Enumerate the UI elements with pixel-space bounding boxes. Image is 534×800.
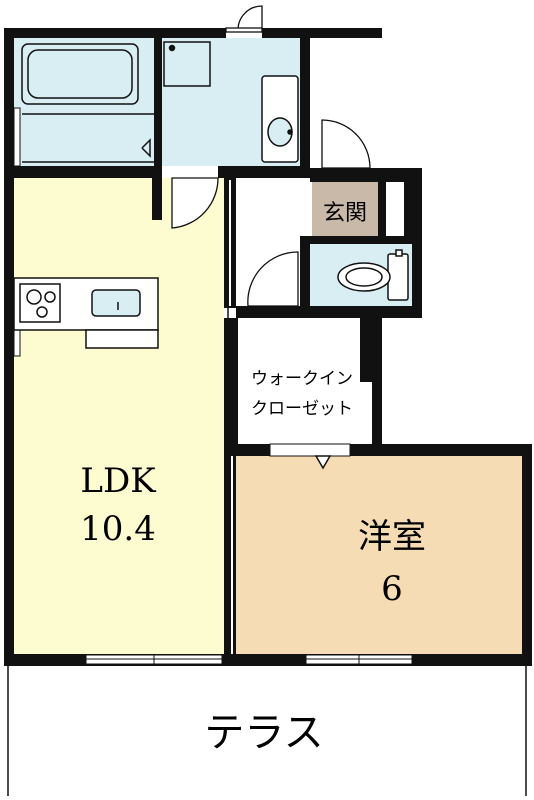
western-room-label: 洋室	[358, 517, 426, 557]
entrance-floor	[312, 182, 378, 236]
entrance-label: 玄関	[323, 201, 367, 226]
terrace-border	[7, 666, 527, 796]
bathtub	[21, 43, 154, 163]
terrace-label: テラス	[204, 710, 323, 756]
ldk-floor	[12, 178, 224, 654]
doors	[154, 5, 371, 307]
walk-in-closet-label-line2: クローゼット	[251, 399, 353, 419]
kitchen-counter	[13, 277, 159, 349]
toilet	[337, 249, 409, 301]
ldk-label: LDK	[80, 461, 156, 501]
western-room-floor	[236, 456, 522, 654]
closet-floor	[238, 318, 372, 444]
western-room-size-label: 6	[381, 569, 403, 609]
walk-in-closet-label-line1: ウォークイン	[251, 369, 353, 389]
closet-door-gap	[269, 443, 351, 457]
closet-door-arrow	[314, 455, 332, 470]
terrace-floor	[8, 664, 528, 796]
ldk-size-label: 10.4	[80, 509, 156, 549]
washing-machine-area	[163, 41, 211, 87]
washbasin	[261, 75, 299, 163]
fridge-space	[152, 200, 162, 220]
